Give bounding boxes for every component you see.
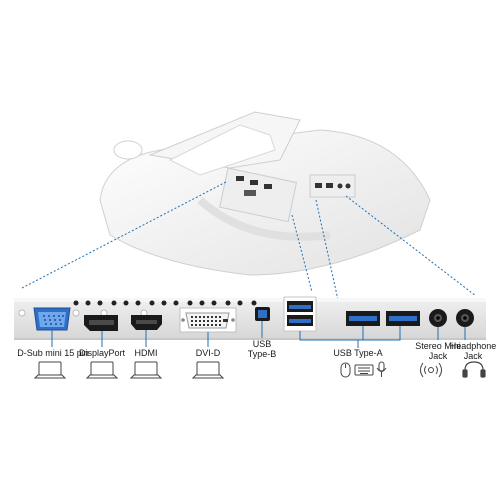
- label-hdmi: HDMI: [134, 348, 158, 358]
- usb-type-b-port: [255, 307, 270, 321]
- usb-type-a-side-pair: [346, 311, 420, 326]
- leader-lines: [21, 181, 477, 301]
- monitor-rear-illustration: [99, 111, 431, 276]
- label-displayport: DisplayPort: [78, 348, 125, 358]
- label-usb-type-b: USB Type-B: [242, 339, 282, 359]
- label-headphone-line1: Headphone: [449, 341, 497, 351]
- label-headphone-line2: Jack: [463, 351, 483, 361]
- dvid-port: [179, 307, 237, 333]
- headphone-jack: [456, 309, 474, 327]
- microphone-icon: [376, 361, 387, 377]
- label-usb-type-a: USB Type-A: [333, 348, 383, 358]
- label-headphone-jack: Headphone Jack: [448, 341, 498, 361]
- laptop-icon: [129, 361, 163, 379]
- label-dvid: DVI-D: [195, 348, 221, 358]
- displayport-port: [84, 315, 118, 331]
- stereo-mini-jack: [429, 309, 447, 327]
- usb-type-a-stack: [283, 296, 317, 332]
- label-stereo-line2: Jack: [428, 351, 448, 361]
- label-stereo-line1: Stereo Mini: [415, 341, 461, 351]
- label-dsub: D-Sub mini 15 pin: [17, 348, 89, 358]
- keyboard-icon: [354, 364, 374, 376]
- headphones-icon: [462, 361, 486, 378]
- laptop-icon: [191, 361, 225, 379]
- laptop-icon: [33, 361, 67, 379]
- label-stereo-mini-jack: Stereo Mini Jack: [408, 341, 468, 361]
- label-usb-type-b-line2: Type-B: [247, 349, 277, 359]
- mouse-icon: [340, 362, 351, 378]
- label-usb-type-b-line1: USB: [252, 339, 272, 349]
- dsub-port: [33, 307, 71, 331]
- laptop-icon: [85, 361, 119, 379]
- hdmi-port: [131, 315, 162, 330]
- audio-source-icon: [420, 362, 442, 378]
- callout-leaders: [51, 321, 466, 348]
